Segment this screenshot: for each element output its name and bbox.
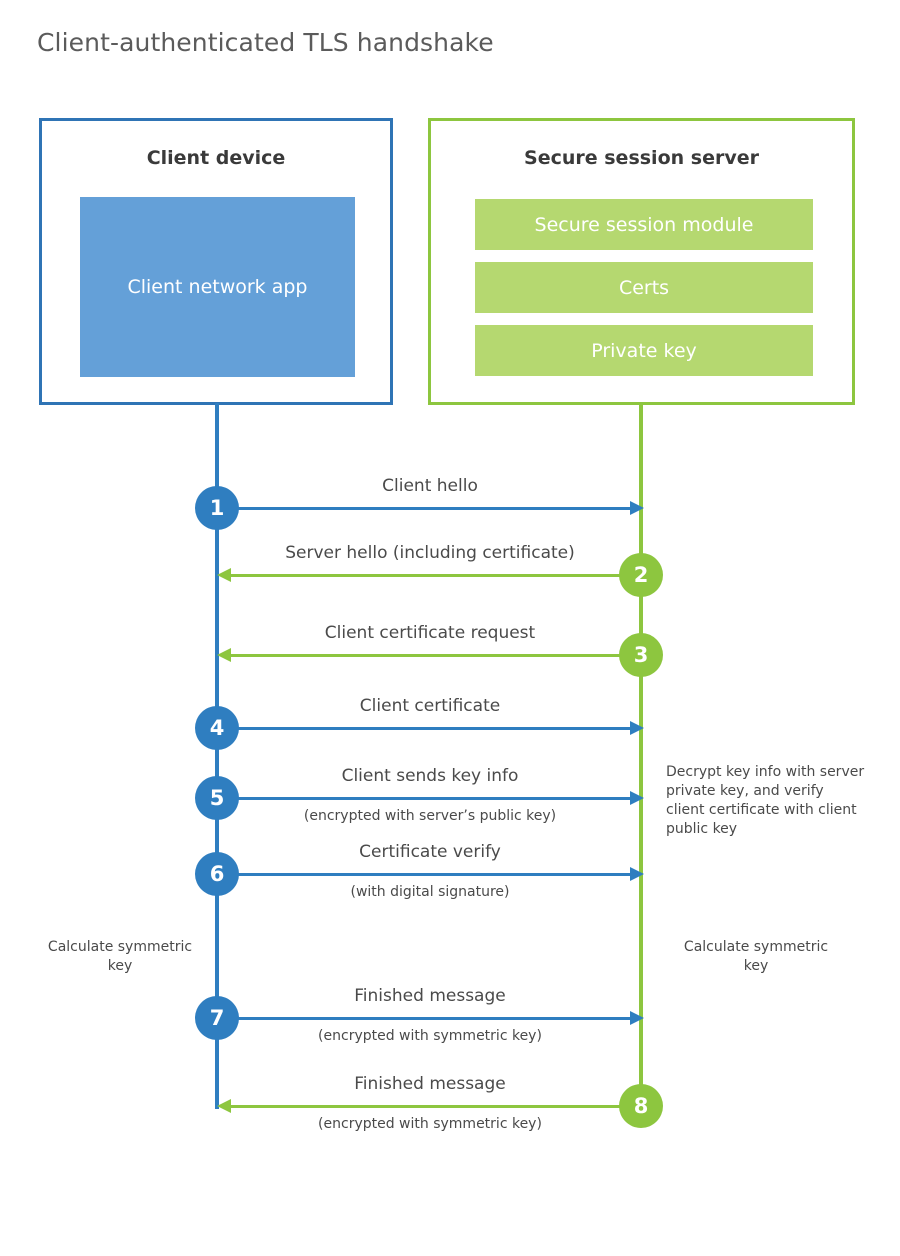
message-arrow-7	[217, 1017, 633, 1020]
message-arrow-4	[217, 727, 633, 730]
arrow-head-left-icon	[217, 648, 231, 662]
message-arrow-1	[217, 507, 633, 510]
client-calculate-symmetric-key-note: Calculate symmetric key	[47, 939, 193, 974]
server-calculate-symmetric-key-note: Calculate symmetric key	[683, 939, 829, 974]
message-arrow-8	[230, 1105, 639, 1108]
message-arrow-5	[217, 797, 633, 800]
message-arrow-3	[230, 654, 639, 657]
secure-session-server-box: Secure session server Secure session mod…	[428, 118, 855, 405]
secure-session-server-title: Secure session server	[524, 147, 759, 169]
message-label-3: Client certificate request	[324, 623, 536, 643]
step-circle-8[interactable]: 8	[619, 1084, 663, 1128]
step-circle-6[interactable]: 6	[195, 852, 239, 896]
message-label-7: Finished message	[354, 986, 506, 1006]
message-sublabel-6: (with digital signature)	[350, 884, 510, 900]
arrow-head-right-icon	[630, 791, 644, 805]
arrow-head-right-icon	[630, 1011, 644, 1025]
step-circle-2[interactable]: 2	[619, 553, 663, 597]
message-label-2: Server hello (including certificate)	[285, 543, 575, 563]
message-arrow-2	[230, 574, 639, 577]
arrow-head-right-icon	[630, 501, 644, 515]
client-device-title: Client device	[146, 147, 286, 169]
step-circle-1[interactable]: 1	[195, 486, 239, 530]
arrow-head-left-icon	[217, 1099, 231, 1113]
message-sublabel-5: (encrypted with server’s public key)	[303, 808, 557, 824]
step-circle-4[interactable]: 4	[195, 706, 239, 750]
server-lifeline	[639, 403, 643, 1109]
step-circle-5[interactable]: 5	[195, 776, 239, 820]
message-label-5: Client sends key info	[341, 766, 519, 786]
client-device-box: Client device Client network app	[39, 118, 393, 405]
message-arrow-6	[217, 873, 633, 876]
step-circle-3[interactable]: 3	[619, 633, 663, 677]
page-title: Client-authenticated TLS handshake	[37, 28, 494, 57]
arrow-head-right-icon	[630, 721, 644, 735]
step-circle-7[interactable]: 7	[195, 996, 239, 1040]
client-lifeline	[215, 403, 219, 1109]
message-sublabel-7: (encrypted with symmetric key)	[318, 1028, 542, 1044]
arrow-head-right-icon	[630, 867, 644, 881]
arrow-head-left-icon	[217, 568, 231, 582]
server-component-private-key: Private key	[475, 325, 813, 376]
server-component-secure-session-module: Secure session module	[475, 199, 813, 250]
message-label-4: Client certificate	[359, 696, 501, 716]
message-label-6: Certificate verify	[359, 842, 501, 862]
server-component-certs: Certs	[475, 262, 813, 313]
message-sublabel-8: (encrypted with symmetric key)	[318, 1116, 542, 1132]
message-label-8: Finished message	[354, 1074, 506, 1094]
server-decrypt-note: Decrypt key info with server private key…	[666, 764, 865, 837]
client-network-app-block: Client network app	[80, 197, 355, 377]
message-label-1: Client hello	[382, 476, 478, 496]
